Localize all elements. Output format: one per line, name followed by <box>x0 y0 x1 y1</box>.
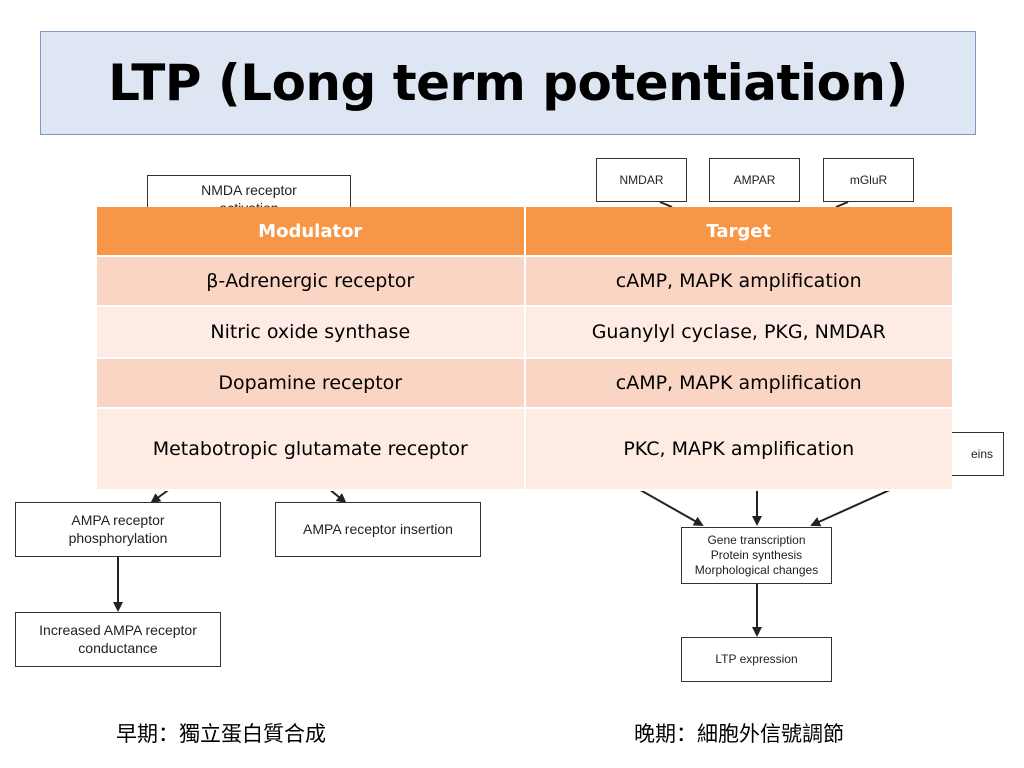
page-title: LTP (Long term potentiation) <box>108 54 908 112</box>
caption-early: 早期：獨立蛋白質合成 <box>116 722 326 746</box>
table-header-row: Modulator Target <box>97 207 952 257</box>
target-cell: cAMP, MAPK amplification <box>524 256 952 307</box>
table-row: Nitric oxide synthase Guanylyl cyclase, … <box>97 306 952 359</box>
gene-transcription-box: Gene transcription Protein synthesis Mor… <box>681 527 832 584</box>
table-row: Metabotropic glutamate receptor PKC, MAP… <box>97 408 952 491</box>
mglur-box: mGluR <box>823 158 914 202</box>
title-banner: LTP (Long term potentiation) <box>40 31 976 135</box>
target-cell: Guanylyl cyclase, PKG, NMDAR <box>524 306 952 359</box>
ampar-box: AMPAR <box>709 158 800 202</box>
modulator-cell: Dopamine receptor <box>97 358 526 409</box>
target-cell: PKC, MAPK amplification <box>524 408 952 491</box>
table-row: Dopamine receptor cAMP, MAPK amplificati… <box>97 358 952 409</box>
nmdar-box: NMDAR <box>596 158 687 202</box>
header-modulator: Modulator <box>97 207 526 257</box>
ampa-conductance-box: Increased AMPA receptor conductance <box>15 612 221 667</box>
caption-late: 晚期：細胞外信號調節 <box>634 722 844 746</box>
target-cell: cAMP, MAPK amplification <box>524 358 952 409</box>
arrow-nmdar-down <box>659 201 673 208</box>
ltp-expression-box: LTP expression <box>681 637 832 682</box>
header-target: Target <box>524 207 952 257</box>
modulator-cell: Metabotropic glutamate receptor <box>97 408 526 491</box>
modulator-cell: Nitric oxide synthase <box>97 306 526 359</box>
arrow-left-to-gene <box>627 482 704 526</box>
table-row: β-Adrenergic receptor cAMP, MAPK amplifi… <box>97 256 952 307</box>
ampa-phosphorylation-box: AMPA receptor phosphorylation <box>15 502 221 557</box>
modulator-cell: β-Adrenergic receptor <box>97 256 526 307</box>
ampa-insertion-box: AMPA receptor insertion <box>275 502 481 557</box>
arrow-mglur-down <box>835 201 849 208</box>
modulator-table: Modulator Target β-Adrenergic receptor c… <box>97 207 952 491</box>
